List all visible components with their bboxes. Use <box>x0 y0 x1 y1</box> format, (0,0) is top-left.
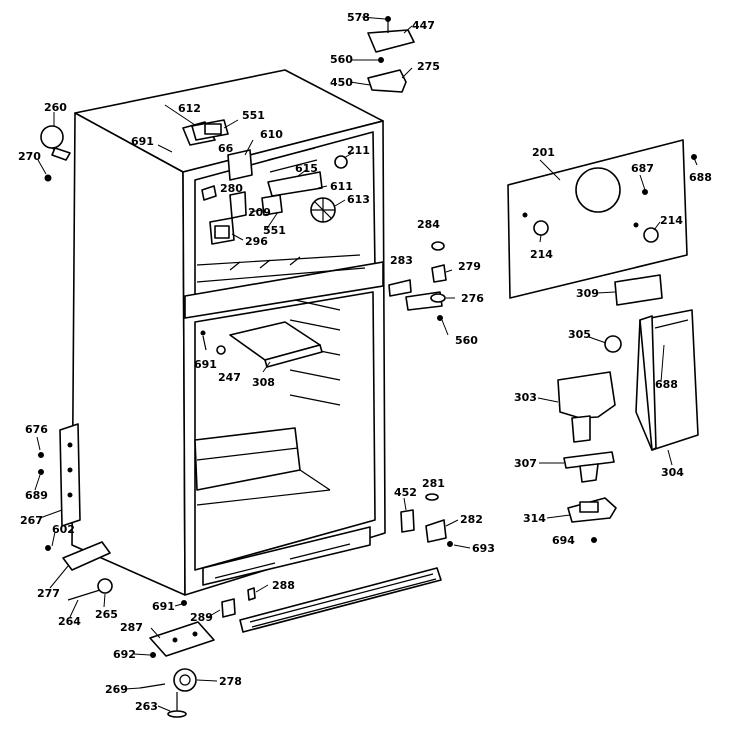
callout-288: 288 <box>272 579 295 592</box>
callout-277: 277 <box>37 587 60 600</box>
callout-289: 289 <box>190 611 213 624</box>
callout-308: 308 <box>252 376 275 389</box>
callout-283: 283 <box>390 254 413 267</box>
callout-314: 314 <box>523 512 546 525</box>
callout-610: 610 <box>260 128 283 141</box>
callout-209: 209 <box>248 206 271 219</box>
callout-260: 260 <box>44 101 67 114</box>
callout-560: 560 <box>330 53 353 66</box>
callout-269: 269 <box>105 683 128 696</box>
callout-692: 692 <box>113 648 136 661</box>
callout-214-right: 214 <box>660 214 683 227</box>
callout-304: 304 <box>661 466 684 479</box>
callout-labels: 578 447 560 275 450 260 270 612 551 691 … <box>18 11 712 713</box>
callout-296: 296 <box>245 235 268 248</box>
callout-278: 278 <box>219 675 242 688</box>
callout-694: 694 <box>552 534 575 547</box>
callout-602: 602 <box>52 523 75 536</box>
callout-687: 687 <box>631 162 654 175</box>
callout-560b: 560 <box>455 334 478 347</box>
callout-676: 676 <box>25 423 48 436</box>
callout-551b: 551 <box>263 224 286 237</box>
callout-214-left: 214 <box>530 248 553 261</box>
callout-270: 270 <box>18 150 41 163</box>
callout-264: 264 <box>58 615 81 628</box>
callout-279: 279 <box>458 260 481 273</box>
evaporator-cover-201 <box>507 139 698 299</box>
callout-611: 611 <box>330 180 353 193</box>
callout-688: 688 <box>689 171 712 184</box>
callout-612: 612 <box>178 102 201 115</box>
callout-287: 287 <box>120 621 143 634</box>
callout-691b: 691 <box>194 358 217 371</box>
callout-303: 303 <box>514 391 537 404</box>
callout-615: 615 <box>295 162 318 175</box>
callout-66: 66 <box>218 142 234 155</box>
left-hinge-260 <box>37 112 71 182</box>
callout-693: 693 <box>472 542 495 555</box>
fresh-food-controls <box>200 321 323 373</box>
callout-211: 211 <box>347 144 370 157</box>
callout-284: 284 <box>417 218 440 231</box>
callout-450: 450 <box>330 76 353 89</box>
toe-grille-288 <box>174 567 442 633</box>
lower-left-parts <box>34 436 113 618</box>
callout-578: 578 <box>347 11 370 24</box>
lower-center-parts <box>400 493 471 549</box>
damper-parts <box>388 241 455 336</box>
callout-689: 689 <box>25 489 48 502</box>
callout-275: 275 <box>417 60 440 73</box>
callout-452: 452 <box>394 486 417 499</box>
callout-309: 309 <box>576 287 599 300</box>
ice-crusher-assembly <box>537 309 699 543</box>
callout-447: 447 <box>412 19 435 32</box>
top-hinge-assembly <box>349 16 415 93</box>
callout-613: 613 <box>347 193 370 206</box>
callout-282: 282 <box>460 513 483 526</box>
callout-280: 280 <box>220 182 243 195</box>
callout-267: 267 <box>20 514 43 527</box>
label-309 <box>596 274 663 306</box>
callout-247: 247 <box>218 371 241 384</box>
roller-assembly <box>125 621 218 718</box>
freezer-controls <box>157 104 355 245</box>
callout-305: 305 <box>568 328 591 341</box>
callout-281: 281 <box>422 477 445 490</box>
callout-688b: 688 <box>655 378 678 391</box>
callout-263: 263 <box>135 700 158 713</box>
callout-276: 276 <box>461 292 484 305</box>
callout-201: 201 <box>532 146 555 159</box>
callout-551: 551 <box>242 109 265 122</box>
callout-691: 691 <box>131 135 154 148</box>
callout-307: 307 <box>514 457 537 470</box>
callout-265: 265 <box>95 608 118 621</box>
callout-691c: 691 <box>152 600 175 613</box>
